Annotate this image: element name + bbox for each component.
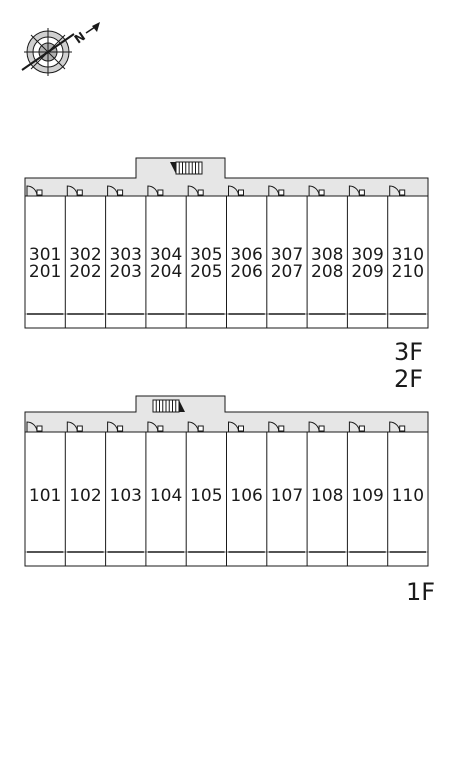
stairs-icon xyxy=(170,161,203,175)
unit-number: 309 xyxy=(351,245,383,265)
floor-label-1f: 1F xyxy=(406,578,435,606)
unit-number: 302 xyxy=(69,245,101,265)
door-icon xyxy=(389,421,406,433)
floor-label-2f: 2F xyxy=(394,365,423,393)
door-icon xyxy=(26,185,43,197)
door-icon xyxy=(268,421,285,433)
door-icon xyxy=(26,421,43,433)
unit-number: 308 xyxy=(311,245,343,265)
door-icon xyxy=(308,185,325,197)
door-icon xyxy=(389,185,406,197)
unit-number: 306 xyxy=(230,245,262,265)
unit-number: 207 xyxy=(271,262,303,282)
unit-number: 305 xyxy=(190,245,222,265)
unit-number: 104 xyxy=(150,486,182,506)
unit-number: 205 xyxy=(190,262,222,282)
stairs-icon xyxy=(152,399,185,413)
unit-number: 202 xyxy=(69,262,101,282)
unit-number: 310 xyxy=(392,245,424,265)
unit-number: 203 xyxy=(110,262,142,282)
upper-building: 3012013022023032033042043052053062063072… xyxy=(24,157,429,329)
door-icon xyxy=(187,185,204,197)
unit-number: 303 xyxy=(110,245,142,265)
unit-number: 108 xyxy=(311,486,343,506)
door-icon xyxy=(348,185,365,197)
lower-walkway xyxy=(24,395,429,433)
door-icon xyxy=(228,421,244,433)
unit-number: 102 xyxy=(69,486,101,506)
door-icon xyxy=(66,185,83,197)
unit-number: 201 xyxy=(29,262,61,282)
door-icon xyxy=(147,421,164,433)
lower-building: 101 102 103 104 105 106 107 108 109 110 xyxy=(24,395,429,567)
unit-cell: 105 xyxy=(185,421,225,566)
unit-number: 208 xyxy=(311,262,343,282)
door-icon xyxy=(147,185,164,197)
unit-number: 101 xyxy=(29,486,61,506)
door-icon xyxy=(268,185,285,197)
unit-cell: 102 xyxy=(64,421,104,566)
compass-rose-icon: N xyxy=(21,22,100,76)
door-icon xyxy=(228,185,244,197)
door-icon xyxy=(187,421,204,433)
door-icon xyxy=(66,421,83,433)
unit-number: 210 xyxy=(392,262,424,282)
unit-number: 209 xyxy=(351,262,383,282)
unit-number: 204 xyxy=(150,262,182,282)
unit-number: 109 xyxy=(351,486,383,506)
unit-number: 103 xyxy=(110,486,142,506)
floor-label-3f: 3F xyxy=(394,338,423,366)
door-icon xyxy=(107,185,124,197)
unit-number: 110 xyxy=(392,486,424,506)
door-icon xyxy=(348,421,365,433)
door-icon xyxy=(107,421,124,433)
upper-walkway xyxy=(24,157,429,197)
door-icon xyxy=(308,421,325,433)
unit-number: 301 xyxy=(29,245,61,265)
unit-number: 106 xyxy=(230,486,262,506)
unit-number: 304 xyxy=(150,245,182,265)
compass-north-label: N xyxy=(72,29,88,46)
unit-number: 307 xyxy=(271,245,303,265)
unit-number: 206 xyxy=(230,262,262,282)
unit-number: 107 xyxy=(271,486,303,506)
unit-number: 105 xyxy=(190,486,222,506)
